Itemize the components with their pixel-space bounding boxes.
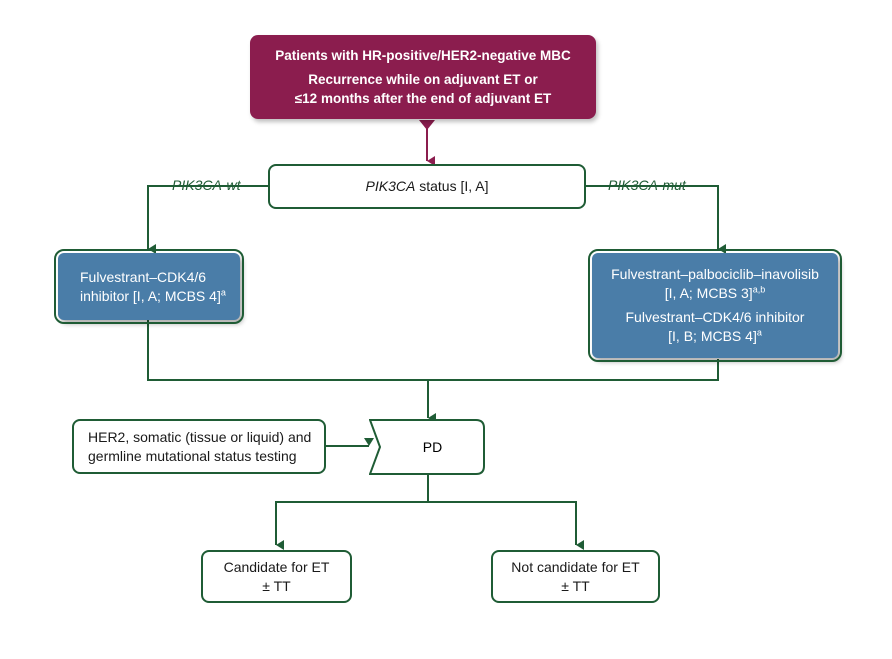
pd-label: PD bbox=[422, 438, 443, 455]
testing-box: HER2, somatic (tissue or liquid) and ger… bbox=[72, 419, 326, 474]
recurrence-line: Recurrence while on adjuvant ET or bbox=[308, 72, 538, 87]
patients-title: Patients with HR-positive/HER2-negative … bbox=[275, 48, 571, 63]
recurrence-window-line: ≤12 months after the end of adjuvant ET bbox=[294, 91, 552, 106]
status-text: status [I, A] bbox=[415, 178, 489, 194]
arrow-pd-to-not-candidate bbox=[428, 501, 584, 550]
patients-box: Patients with HR-positive/HER2-negative … bbox=[250, 35, 596, 119]
not-candidate-line1: Not candidate for ET bbox=[511, 558, 640, 575]
treatment-mut-line1: Fulvestrant–palbociclib–inavolisib bbox=[611, 266, 819, 282]
footnote-ab: a,b bbox=[752, 284, 766, 295]
footnote-a: a bbox=[220, 286, 226, 297]
treatment-mut-line3: Fulvestrant–CDK4/6 inhibitor bbox=[625, 309, 805, 325]
treatment-wt-line2: inhibitor [I, A; MCBS 4] bbox=[80, 287, 221, 304]
label-pik3ca-mut: PIK3CA-mut bbox=[608, 177, 686, 193]
not-candidate-line2: ± TT bbox=[561, 577, 590, 594]
start-pointer bbox=[419, 120, 435, 130]
pd-box-shape bbox=[369, 419, 485, 475]
pik3ca-gene-name: PIK3CA bbox=[365, 178, 416, 194]
treatment-mut-box: Fulvestrant–palbociclib–inavolisib [I, A… bbox=[588, 249, 842, 362]
candidate-line1: Candidate for ET bbox=[223, 558, 330, 575]
not-candidate-box: Not candidate for ET ± TT bbox=[491, 550, 660, 603]
arrow-status-to-right bbox=[586, 185, 726, 254]
pik3ca-status-box: PIK3CA status [I, A] bbox=[268, 164, 586, 209]
candidate-box: Candidate for ET ± TT bbox=[201, 550, 352, 603]
testing-line2: germline mutational status testing bbox=[88, 447, 297, 464]
treatment-wt-line1: Fulvestrant–CDK4/6 bbox=[80, 268, 207, 285]
merge-line bbox=[147, 320, 719, 381]
treatment-mut-line4: [I, B; MCBS 4] bbox=[668, 328, 757, 344]
treatment-wt-box: Fulvestrant–CDK4/6 inhibitor [I, A; MCBS… bbox=[54, 249, 244, 324]
candidate-line2: ± TT bbox=[262, 577, 291, 594]
pd-box: PD bbox=[380, 419, 485, 475]
arrow-status-to-left bbox=[147, 185, 268, 254]
arrow-pd-to-candidate bbox=[275, 501, 428, 550]
testing-line1: HER2, somatic (tissue or liquid) and bbox=[88, 428, 312, 445]
treatment-mut-line2: [I, A; MCBS 3] bbox=[664, 285, 753, 301]
footnote-a2: a bbox=[756, 327, 762, 338]
label-pik3ca-wt: PIK3CA-wt bbox=[172, 177, 241, 193]
